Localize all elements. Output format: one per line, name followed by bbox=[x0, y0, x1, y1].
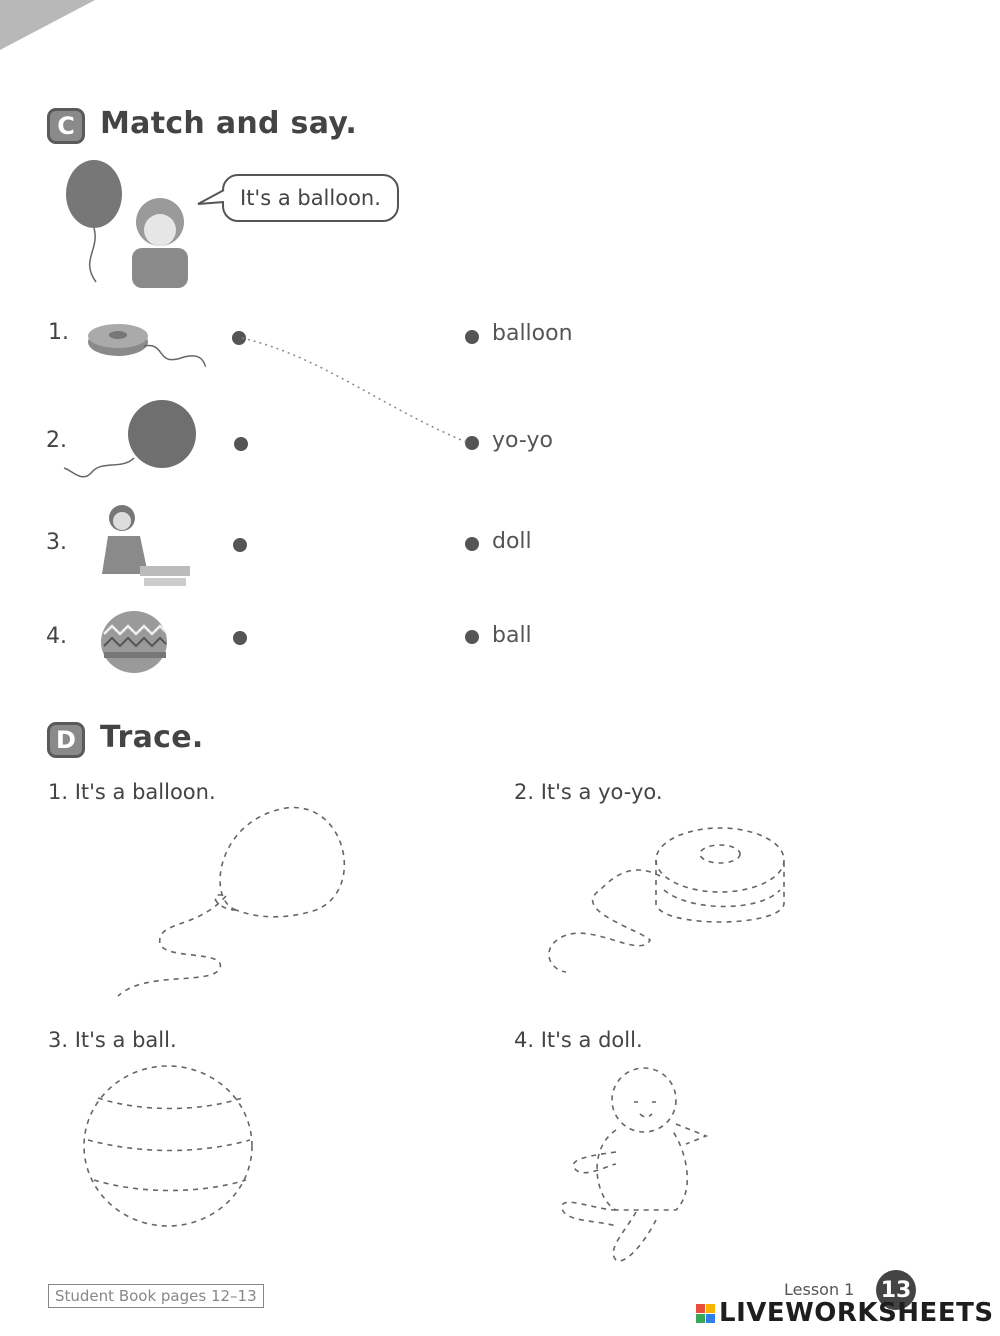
girl-with-balloon-picture bbox=[66, 160, 188, 288]
section-c-title: Match and say. bbox=[100, 106, 358, 141]
section-d-title: Trace. bbox=[100, 720, 204, 755]
trace-sentence-2: It's a yo-yo. bbox=[540, 780, 663, 804]
page-number: 13 bbox=[876, 1270, 916, 1310]
book-reference: Student Book pages 12–13 bbox=[48, 1284, 264, 1308]
trace-sentence-4: It's a doll. bbox=[540, 1028, 643, 1052]
match-left-dot-4[interactable] bbox=[233, 631, 247, 645]
match-right-dot-2[interactable] bbox=[465, 436, 479, 450]
trace-item-4: 4. It's a doll. bbox=[514, 1028, 643, 1052]
balloon-trace[interactable] bbox=[116, 800, 366, 1000]
match-right-dot-1[interactable] bbox=[465, 330, 479, 344]
match-number-2: 2. bbox=[46, 428, 67, 453]
match-word-2: yo-yo bbox=[492, 428, 553, 453]
match-number-1: 1. bbox=[48, 320, 69, 345]
yo-yo-trace[interactable] bbox=[530, 820, 800, 985]
doll-trace[interactable] bbox=[556, 1060, 716, 1270]
match-left-dot-1[interactable] bbox=[232, 331, 246, 345]
match-left-dot-2[interactable] bbox=[234, 437, 248, 451]
liveworksheets-text: LIVEWORKSHEETS bbox=[719, 1298, 994, 1328]
match-word-1: balloon bbox=[492, 321, 573, 346]
match-number-4: 4. bbox=[46, 624, 67, 649]
trace-number-3: 3. bbox=[48, 1028, 69, 1052]
balloon-shape bbox=[66, 160, 122, 228]
match-word-3: doll bbox=[492, 529, 532, 554]
ball-trace[interactable] bbox=[80, 1062, 260, 1230]
example-match-line bbox=[241, 337, 467, 443]
girl-body bbox=[132, 248, 188, 288]
trace-number-1: 1. bbox=[48, 780, 69, 804]
trace-item-1: 1. It's a balloon. bbox=[48, 780, 216, 804]
lesson-label: Lesson 1 bbox=[784, 1280, 855, 1299]
trace-sentence-3: It's a ball. bbox=[74, 1028, 177, 1052]
speech-bubble: It's a balloon. bbox=[222, 174, 399, 222]
doll-icon bbox=[102, 505, 190, 586]
liveworksheets-watermark: LIVEWORKSHEETS bbox=[696, 1298, 994, 1328]
trace-item-3: 3. It's a ball. bbox=[48, 1028, 177, 1052]
match-right-dot-3[interactable] bbox=[465, 537, 479, 551]
section-c-badge: C bbox=[47, 108, 85, 144]
match-number-3: 3. bbox=[46, 530, 67, 555]
match-left-dot-3[interactable] bbox=[233, 538, 247, 552]
speech-bubble-tail bbox=[197, 189, 225, 205]
section-d-badge: D bbox=[47, 722, 85, 758]
trace-number-4: 4. bbox=[514, 1028, 535, 1052]
liveworksheets-logo-icon bbox=[696, 1303, 715, 1323]
ball-icon bbox=[101, 611, 167, 673]
trace-item-2: 2. It's a yo-yo. bbox=[514, 780, 663, 804]
trace-sentence-1: It's a balloon. bbox=[74, 780, 216, 804]
corner-decoration bbox=[0, 0, 95, 50]
speech-text: It's a balloon. bbox=[240, 186, 381, 210]
match-right-dot-4[interactable] bbox=[465, 630, 479, 644]
balloon-icon bbox=[63, 400, 196, 478]
match-word-4: ball bbox=[492, 623, 532, 648]
yo-yo-icon bbox=[88, 324, 207, 367]
trace-number-2: 2. bbox=[514, 780, 535, 804]
